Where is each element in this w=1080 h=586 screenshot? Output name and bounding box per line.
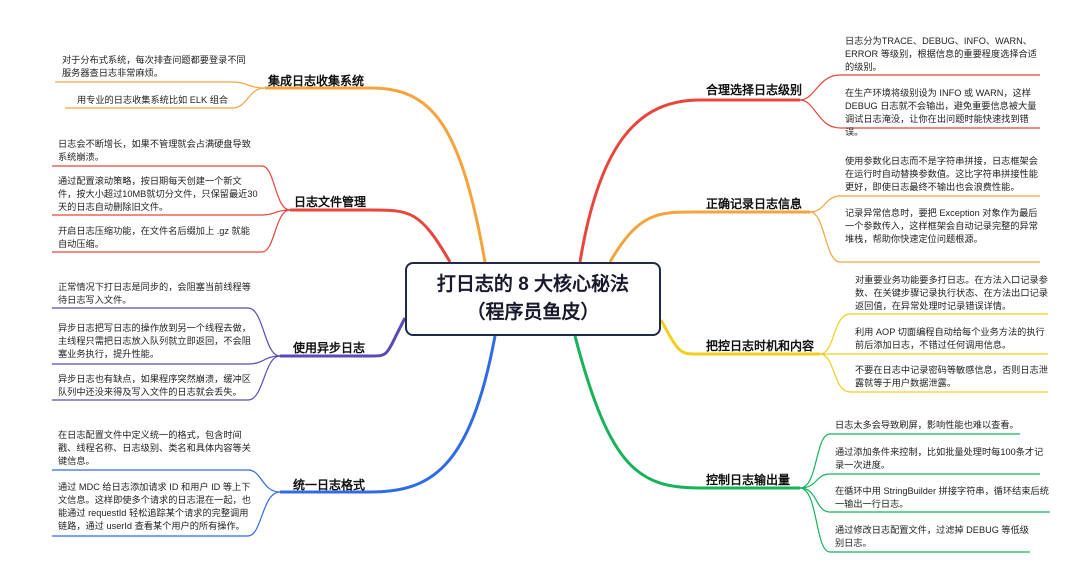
central-topic-title: 打日志的 8 大核心秘法	[436, 274, 630, 295]
note-record-1[interactable]: 使用参数化日志而不是字符串拼接，日志框架会在运行时自动替换参数值。这比字符串拼接…	[845, 156, 1038, 192]
note-volume-3[interactable]: 在循环中用 StringBuilder 拼接字符串，循环结束后统一输出一行日志。	[835, 486, 1049, 509]
note-collect-1[interactable]: 对于分布式系统，每次排查问题都要登录不同服务器查日志非常麻烦。	[62, 55, 246, 78]
branch-timing-title[interactable]: 把控日志时机和内容	[706, 339, 815, 353]
note-collect-2[interactable]: 用专业的日志收集系统比如 ELK 组合	[77, 95, 229, 105]
note-volume-4[interactable]: 通过修改日志配置文件，过滤掉 DEBUG 等低级别日志。	[835, 525, 1029, 548]
connector-format-note1	[52, 469, 281, 493]
connector-collect	[265, 86, 487, 263]
note-format-1[interactable]: 在日志配置文件中定义统一的格式，包含时间戳、线程名称、日志级别、类名和具体内容等…	[58, 430, 251, 466]
connector-file-note1	[52, 165, 291, 211]
note-timing-1[interactable]: 对重要业务功能要多打日志。在方法入口记录参数、在关键步骤记录执行状态、在方法出口…	[855, 275, 1048, 311]
connector-record-note1	[809, 195, 1040, 213]
note-async-2[interactable]: 异步日志把写日志的操作放到另一个线程去做，主线程只需把日志放入队列就立即返回，不…	[58, 323, 251, 359]
note-volume-1[interactable]: 日志太多会导致刷屏，影响性能也难以查看。	[835, 420, 1019, 430]
connector-format-note2	[52, 491, 281, 537]
note-format-2[interactable]: 通过 MDC 给日志添加请求 ID 和用户 ID 等上下文信息。这样即使多个请求…	[58, 482, 251, 531]
connector-collect-note1	[55, 81, 266, 89]
connector-async	[280, 317, 407, 358]
note-timing-2[interactable]: 利用 AOP 切面编程自动给每个业务方法的执行前后添加日志，不错过任何调用信息。	[855, 327, 1045, 350]
connector-level	[578, 98, 800, 263]
central-topic-subtitle: （程序员鱼皮）	[466, 302, 600, 323]
connector-volume-note1	[799, 433, 1020, 489]
connector-timing-note3	[819, 353, 1048, 393]
connector-format	[280, 335, 497, 494]
connector-record	[608, 210, 810, 263]
note-record-2[interactable]: 记录异常信息时，要把 Exception 对象作为最后一个参数传入，这样框架会自…	[845, 208, 1038, 244]
connector-async-note1	[52, 307, 281, 357]
connector-file-note3	[52, 209, 291, 253]
branch-collect-title[interactable]: 集成日志收集系统	[268, 74, 365, 88]
note-async-3[interactable]: 异步日志也有缺点，如果程序突然崩溃，缓冲区队列中还没来得及写入文件的日志就会丢失…	[58, 374, 251, 397]
note-volume-2[interactable]: 通过添加条件来控制，比如批量处理时每100条才记录一次进度。	[835, 447, 1044, 470]
central-topic[interactable]: 打日志的 8 大核心秘法 （程序员鱼皮）	[405, 262, 661, 336]
connector-async-note3	[52, 355, 281, 401]
note-level-1[interactable]: 日志分为TRACE、DEBUG、INFO、WARN、ERROR 等级别，根据信息…	[845, 36, 1037, 72]
connector-timing	[659, 319, 820, 356]
note-level-2[interactable]: 在生产环境将级别设为 INFO 或 WARN，这样 DEBUG 日志就不会输出，…	[845, 88, 1037, 137]
connector-level-note1	[799, 74, 1040, 101]
connector-volume	[573, 335, 800, 490]
connector-collect-note2	[65, 87, 266, 109]
branch-file-title[interactable]: 日志文件管理	[294, 195, 367, 209]
connector-timing-note1	[819, 313, 1048, 355]
connector-volume-note2	[799, 473, 1040, 489]
note-file-3[interactable]: 开启日志压缩功能，在文件名后缀加上 .gz 就能自动压缩。	[58, 226, 250, 249]
connector-record-note2	[809, 211, 1040, 263]
connector-volume-note4	[799, 487, 1030, 553]
connector-volume-note3	[799, 487, 1050, 513]
note-timing-3[interactable]: 不要在日志中记录密码等敏感信息，否则日志泄露就等于用户数据泄露。	[855, 365, 1048, 388]
connector-level-note2	[799, 99, 1040, 129]
connector-file-note2	[52, 209, 291, 216]
branch-async-title[interactable]: 使用异步日志	[293, 341, 366, 355]
note-async-1[interactable]: 正常情况下打日志是同步的，会阻塞当前线程等待日志写入文件。	[58, 282, 251, 305]
note-file-1[interactable]: 日志会不断增长，如果不管理就会占满硬盘导致系统崩溃。	[58, 139, 251, 162]
branch-volume-title[interactable]: 控制日志输出量	[706, 473, 791, 487]
note-file-2[interactable]: 通过配置滚动策略，按日期每天创建一个新文件，按大小超过10MB就切分文件，只保留…	[58, 176, 258, 212]
branch-level-title[interactable]: 合理选择日志级别	[706, 83, 803, 97]
connector-file	[290, 208, 452, 263]
branch-format-title[interactable]: 统一日志格式	[293, 478, 366, 492]
connector-async-note2	[52, 355, 281, 365]
branch-record-title[interactable]: 正确记录日志信息	[706, 197, 803, 211]
